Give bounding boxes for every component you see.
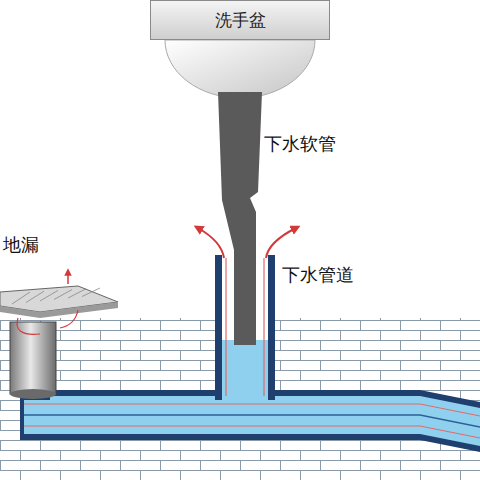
grate-slot <box>54 290 72 300</box>
basin-bowl <box>165 40 315 98</box>
odour-arrow <box>266 228 296 258</box>
odour-arrow <box>198 228 224 258</box>
grate-slot <box>68 289 86 298</box>
node-title: 洗手盆 <box>215 9 266 32</box>
grate-slot <box>40 290 58 301</box>
grate-slots <box>12 288 100 304</box>
basin-label-box: 洗手盆 <box>150 0 330 40</box>
trap-water <box>222 340 268 400</box>
pipe-airflow <box>24 404 480 438</box>
drain-body <box>10 322 56 394</box>
odour-path <box>17 318 40 334</box>
pipe-line <box>24 415 480 427</box>
hose-label: 下水软管 <box>264 133 336 155</box>
main-pipe-water <box>24 396 480 446</box>
grate-slot <box>82 288 100 297</box>
floor-drain-label: 地漏 <box>3 234 39 256</box>
drain-body <box>10 389 56 399</box>
drain-grate <box>0 302 118 318</box>
odour-path <box>60 310 78 328</box>
grate-slot <box>26 291 44 302</box>
pipe-label: 下水管道 <box>282 264 354 286</box>
drain-hose <box>218 92 262 345</box>
grate-slot <box>12 292 30 304</box>
odour-arrow <box>67 272 69 284</box>
